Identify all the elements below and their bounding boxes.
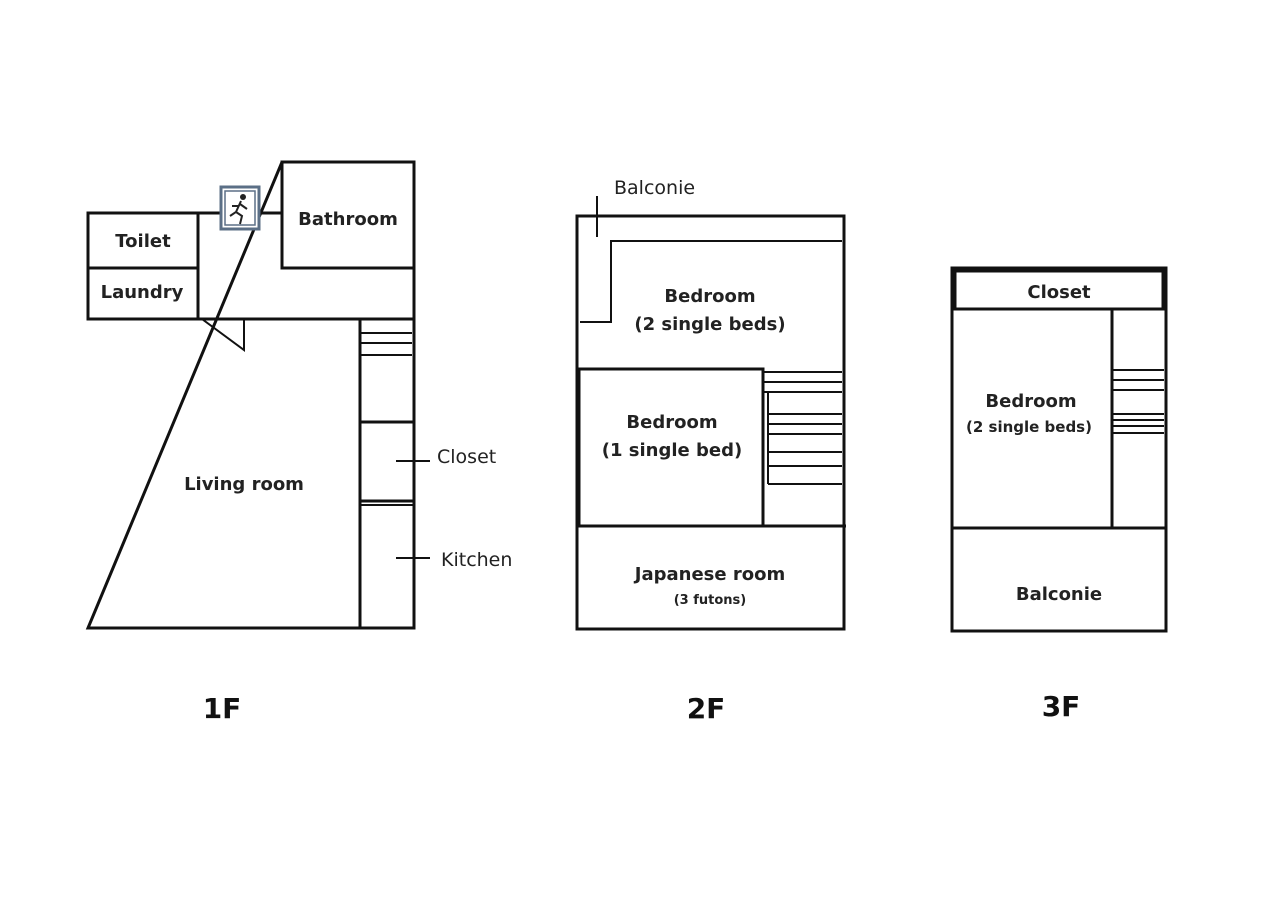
f3-balconie-label: Balconie: [1016, 584, 1102, 605]
emergency-exit-icon: [219, 185, 261, 231]
f2-bedroom-double-label: Bedroom: [664, 286, 755, 307]
f3-bedroom-label: Bedroom: [985, 391, 1076, 412]
f3-outer-wall: [950, 266, 1168, 633]
f1-laundry-label: Laundry: [101, 282, 184, 303]
f1-door-swing: [198, 318, 245, 352]
f1-bathroom-room: [280, 160, 416, 270]
floor-3f: Closet Bedroom (2 single beds) Balconie …: [950, 266, 1168, 723]
f1-laundry-room: [86, 266, 200, 321]
f1-toilet-label: Toilet: [115, 231, 171, 252]
floor-label-3f: 3F: [1042, 690, 1081, 723]
f2-balconie-outline: [580, 240, 842, 323]
f2-japanese-room-sub: (3 futons): [674, 593, 747, 608]
floor-label-1f: 1F: [203, 692, 242, 725]
f1-bathroom-label: Bathroom: [298, 209, 398, 230]
f2-bedroom-single-sub: (1 single bed): [602, 440, 742, 461]
f3-closet-room: [953, 269, 1165, 311]
f2-bedroom-single-label: Bedroom: [626, 412, 717, 433]
f3-bedroom-sub: (2 single beds): [966, 418, 1092, 436]
f1-closet-callout: Closet: [437, 446, 496, 468]
floor-2f: Balconie Bedroom (2 single beds) Bedroom…: [575, 177, 846, 725]
f2-outer-wall: [575, 214, 846, 631]
f2-japanese-room-label: Japanese room: [633, 564, 785, 585]
floor-label-2f: 2F: [687, 692, 726, 725]
f2-balconie-callout: Balconie: [614, 177, 695, 199]
f1-living-room-label: Living room: [184, 474, 304, 495]
f1-kitchen-callout: Kitchen: [441, 549, 512, 571]
floor-1f: Toilet Laundry Bathroom Living room Clos…: [85, 160, 512, 725]
f2-bedroom-double-sub: (2 single beds): [634, 314, 785, 335]
f3-closet-label: Closet: [1027, 282, 1091, 303]
